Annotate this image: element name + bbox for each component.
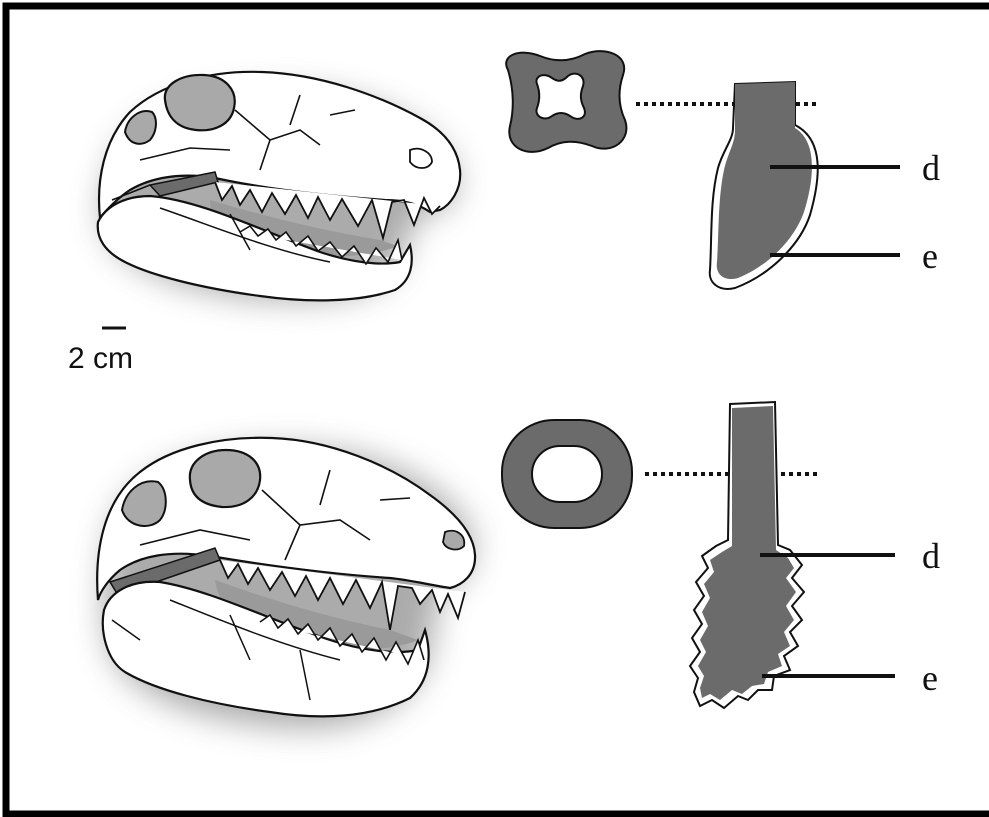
skull-bottom: [97, 438, 475, 728]
skull-bottom-orbit: [190, 450, 260, 507]
skull-top-orbit: [165, 75, 235, 130]
tooth-bottom-label-d: d: [922, 536, 940, 576]
tooth-top-label-e: e: [922, 236, 938, 276]
tooth-top-label-d: d: [922, 148, 940, 188]
tooth-bottom-label-e: e: [922, 658, 938, 698]
tooth-bottom-pulp: [532, 446, 602, 502]
tooth-top-pulp: [536, 74, 584, 119]
skull-bottom-nostril: [443, 531, 464, 550]
scale-bar-label: 2 cm: [68, 342, 133, 375]
